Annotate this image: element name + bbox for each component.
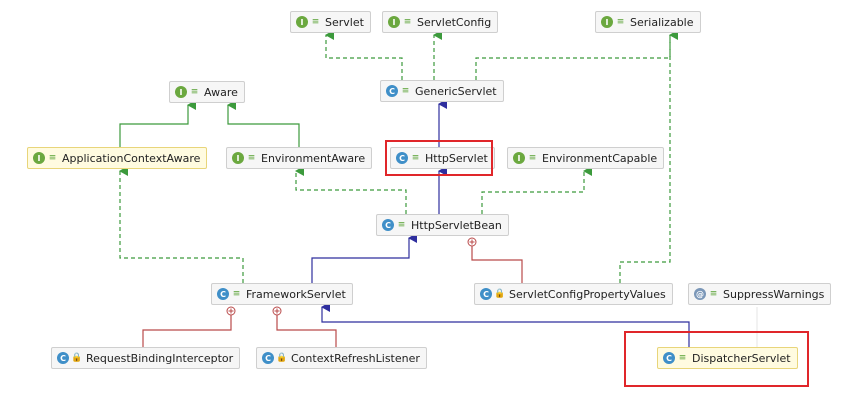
interface-icon: I <box>175 86 187 98</box>
class-icon: C <box>480 288 492 300</box>
node-aware[interactable]: I ≡ Aware <box>169 81 245 103</box>
public-visibility-icon: ≡ <box>311 16 320 27</box>
node-servlet[interactable]: I ≡ Servlet <box>290 11 371 33</box>
public-visibility-icon: ≡ <box>411 152 420 163</box>
class-icon: C <box>386 85 398 97</box>
class-icon: C <box>262 352 274 364</box>
edge-genericservlet-servlet <box>325 30 403 80</box>
annotation-icon: @ <box>694 288 706 300</box>
interface-icon: I <box>232 152 244 164</box>
edge-environmentaware-aware <box>227 100 300 147</box>
node-environmentcapable[interactable]: I ≡ EnvironmentCapable <box>507 147 665 169</box>
interface-icon: I <box>388 16 400 28</box>
edge-frameworkservlet-applicationcontextaware <box>119 166 244 283</box>
node-label: EnvironmentCapable <box>542 151 658 165</box>
node-label: SuppressWarnings <box>723 287 825 301</box>
private-visibility-icon: 🔒 <box>276 352 288 363</box>
edge-dispatcherservlet-frameworkservlet <box>321 302 690 347</box>
node-label: GenericServlet <box>415 84 497 98</box>
node-environmentaware[interactable]: I ≡ EnvironmentAware <box>226 147 373 169</box>
interface-icon: I <box>296 16 308 28</box>
edge-genericservlet-serializable <box>475 30 678 80</box>
public-visibility-icon: ≡ <box>616 16 625 27</box>
public-visibility-icon: ≡ <box>48 152 57 163</box>
node-suppresswarnings[interactable]: @ ≡ SuppressWarnings <box>688 283 832 305</box>
node-label: DispatcherServlet <box>692 351 791 365</box>
inner-marker-frameworkservlet-2-cross <box>274 308 280 314</box>
node-servletconfigpropertyvalues[interactable]: C 🔒 ServletConfigPropertyValues <box>474 283 673 305</box>
edge-scpv-serializable <box>619 35 671 283</box>
public-visibility-icon: ≡ <box>709 288 718 299</box>
public-visibility-icon: ≡ <box>403 16 412 27</box>
class-icon: C <box>217 288 229 300</box>
node-label: Aware <box>204 85 238 99</box>
node-label: FrameworkServlet <box>246 287 346 301</box>
edge-httpservletbean-environmentcapable <box>481 166 592 214</box>
public-visibility-icon: ≡ <box>232 288 241 299</box>
interface-icon: I <box>601 16 613 28</box>
public-visibility-icon: ≡ <box>401 85 410 96</box>
node-label: EnvironmentAware <box>261 151 366 165</box>
node-label: ApplicationContextAware <box>62 151 201 165</box>
private-visibility-icon: 🔒 <box>71 352 83 363</box>
node-contextrefreshlistener[interactable]: C 🔒 ContextRefreshListener <box>256 347 427 369</box>
public-visibility-icon: ≡ <box>397 219 406 230</box>
private-visibility-icon: 🔒 <box>494 288 506 299</box>
node-requestbindinginterceptor[interactable]: C 🔒 RequestBindingInterceptor <box>51 347 241 369</box>
node-servletconfig[interactable]: I ≡ ServletConfig <box>382 11 499 33</box>
class-icon: C <box>663 352 675 364</box>
highlight-box-dispatcherservlet <box>624 331 809 387</box>
highlight-box-httpservlet <box>385 140 493 176</box>
public-visibility-icon: ≡ <box>190 86 199 97</box>
edge-crl-inner-frameworkservlet <box>276 311 337 347</box>
edge-frameworkservlet-httpservletbean <box>311 233 417 283</box>
node-label: HttpServlet <box>425 151 488 165</box>
node-dispatcherservlet[interactable]: C ≡ DispatcherServlet <box>657 347 798 369</box>
class-icon: C <box>57 352 69 364</box>
node-label: Serializable <box>630 15 694 29</box>
edge-applicationcontextaware-aware <box>119 100 196 147</box>
public-visibility-icon: ≡ <box>247 152 256 163</box>
inner-marker-frameworkservlet-1-cross <box>228 308 234 314</box>
edge-rbi-inner-frameworkservlet <box>142 311 232 347</box>
node-label: RequestBindingInterceptor <box>86 351 234 365</box>
node-genericservlet[interactable]: C ≡ GenericServlet <box>380 80 504 102</box>
edge-scpv-inner-httpservletbean <box>471 242 523 283</box>
interface-icon: I <box>513 152 525 164</box>
node-serializable[interactable]: I ≡ Serializable <box>595 11 701 33</box>
node-applicationcontextaware[interactable]: I ≡ ApplicationContextAware <box>27 147 208 169</box>
interface-icon: I <box>33 152 45 164</box>
node-label: Servlet <box>325 15 364 29</box>
edge-httpservletbean-environmentaware <box>295 166 407 214</box>
class-icon: C <box>382 219 394 231</box>
node-label: ServletConfigPropertyValues <box>509 287 666 301</box>
public-visibility-icon: ≡ <box>678 352 687 363</box>
node-httpservlet[interactable]: C ≡ HttpServlet <box>390 147 495 169</box>
inner-marker-httpservletbean-cross <box>469 239 475 245</box>
node-frameworkservlet[interactable]: C ≡ FrameworkServlet <box>211 283 353 305</box>
class-icon: C <box>396 152 408 164</box>
node-label: ContextRefreshListener <box>291 351 420 365</box>
public-visibility-icon: ≡ <box>528 152 537 163</box>
node-label: HttpServletBean <box>411 218 502 232</box>
node-label: ServletConfig <box>417 15 492 29</box>
node-httpservletbean[interactable]: C ≡ HttpServletBean <box>376 214 509 236</box>
